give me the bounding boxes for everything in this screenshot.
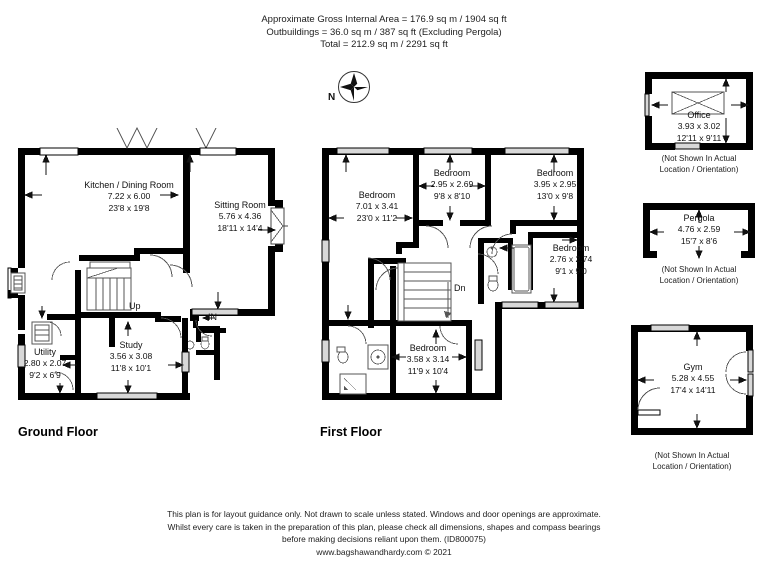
room-metric: 5.28 x 4.55 — [671, 373, 715, 384]
room-metric: 3.56 x 3.08 — [109, 351, 153, 362]
disclaimer-line-1: This plan is for layout guidance only. N… — [167, 509, 601, 519]
room-imperial: 9'2 x 6'9 — [29, 369, 61, 380]
room-name: Sitting Room — [214, 200, 266, 210]
room-name: Utility — [34, 347, 56, 357]
disclaimer: This plan is for layout guidance only. N… — [0, 508, 768, 558]
disclaimer-line-2: Whilst every care is taken in the prepar… — [167, 521, 601, 532]
note-line-1: (Not Shown In Actual — [654, 451, 730, 460]
room-imperial: 11'9 x 10'4 — [407, 365, 449, 376]
room-name: Bedroom — [536, 168, 574, 178]
room-name: Bedroom — [358, 190, 396, 200]
room-label-bedroom-4: Bedroom 2.76 x 2.74 9'1 x 9'0 — [533, 243, 609, 277]
room-imperial: 9'8 x 8'10 — [433, 190, 471, 201]
room-name: Office — [687, 110, 711, 120]
total-area: Total = 212.9 sq m / 2291 sq ft — [320, 39, 448, 50]
room-metric: 3.93 x 3.02 — [677, 121, 721, 132]
room-imperial: 9'1 x 9'0 — [555, 265, 587, 276]
room-label-bedroom-1: Bedroom 7.01 x 3.41 23'0 x 11'2 — [337, 190, 417, 224]
room-name: Pergola — [683, 213, 715, 223]
compass-rose: N — [328, 70, 371, 104]
room-label-bedroom-3: Bedroom 3.95 x 2.95 13'0 x 9'8 — [519, 168, 591, 202]
room-imperial: 15'7 x 8'6 — [680, 235, 718, 246]
entrance-label: IN — [208, 312, 217, 322]
outbuildings-area: Outbuildings = 36.0 sq m / 387 sq ft (Ex… — [266, 26, 502, 38]
stairs-down-label: Dn — [454, 283, 466, 293]
note-line-1: (Not Shown In Actual — [661, 154, 737, 163]
room-name: Bedroom — [409, 343, 447, 353]
room-imperial: 17'4 x 14'11 — [670, 384, 716, 395]
gym-location-note: (Not Shown In Actual Location / Orientat… — [612, 450, 768, 472]
room-name: Study — [119, 340, 143, 350]
room-imperial: 12'11 x 9'11 — [676, 132, 722, 143]
first-floor-caption: First Floor — [320, 425, 382, 439]
office-location-note: (Not Shown In Actual Location / Orientat… — [619, 153, 768, 175]
note-line-2: Location / Orientation) — [659, 165, 739, 174]
room-name: Gym — [683, 362, 703, 372]
stairs-up-label: Up — [129, 301, 141, 311]
room-metric: 2.95 x 2.69 — [430, 179, 474, 190]
disclaimer-line-3: before making decisions reliant upon the… — [282, 534, 486, 544]
room-label-bedroom-2: Bedroom 2.95 x 2.69 9'8 x 8'10 — [416, 168, 488, 202]
room-metric: 7.01 x 3.41 — [355, 201, 399, 212]
room-metric: 3.95 x 2.95 — [533, 179, 577, 190]
room-label-gym: Gym 5.28 x 4.55 17'4 x 14'11 — [653, 362, 733, 396]
room-name: Bedroom — [433, 168, 471, 178]
ground-floor-caption: Ground Floor — [18, 425, 98, 439]
room-name: Kitchen / Dining Room — [84, 180, 174, 190]
room-imperial: 23'0 x 11'2 — [356, 212, 398, 223]
gross-internal-area: Approximate Gross Internal Area = 176.9 … — [261, 14, 507, 25]
area-summary: Approximate Gross Internal Area = 176.9 … — [0, 14, 768, 52]
room-imperial: 11'8 x 10'1 — [110, 362, 152, 373]
compass-rose-icon — [338, 71, 370, 103]
room-metric: 3.58 x 3.14 — [406, 354, 450, 365]
website-credit: www.bagshawandhardy.com © 2021 — [316, 546, 452, 557]
note-line-2: Location / Orientation) — [652, 462, 732, 471]
room-metric: 4.76 x 2.59 — [677, 224, 721, 235]
room-metric: 7.22 x 6.00 — [107, 191, 151, 202]
pergola-location-note: (Not Shown In Actual Location / Orientat… — [619, 264, 768, 286]
room-imperial: 13'0 x 9'8 — [536, 190, 574, 201]
room-metric: 2.80 x 2.07 — [23, 358, 67, 369]
room-metric: 5.76 x 4.36 — [218, 211, 262, 222]
room-metric: 2.76 x 2.74 — [549, 254, 593, 265]
room-imperial: 23'8 x 19'8 — [108, 202, 150, 213]
compass-north-label: N — [328, 92, 336, 103]
room-label-office: Office 3.93 x 3.02 12'11 x 9'11 — [659, 110, 739, 144]
room-imperial: 18'11 x 14'4 — [217, 222, 263, 233]
room-label-utility: Utility 2.80 x 2.07 9'2 x 6'9 — [8, 347, 82, 381]
room-label-pergola: Pergola 4.76 x 2.59 15'7 x 8'6 — [659, 213, 739, 247]
ground-staircase — [86, 267, 132, 311]
room-label-bedroom-5: Bedroom 3.58 x 3.14 11'9 x 10'4 — [389, 343, 467, 377]
room-label-sitting-room: Sitting Room 5.76 x 4.36 18'11 x 14'4 — [185, 200, 295, 234]
room-label-kitchen-dining: Kitchen / Dining Room 7.22 x 6.00 23'8 x… — [54, 180, 204, 214]
first-staircase — [397, 262, 452, 322]
room-name: Bedroom — [552, 243, 590, 253]
note-line-1: (Not Shown In Actual — [661, 265, 737, 274]
room-label-study: Study 3.56 x 3.08 11'8 x 10'1 — [78, 340, 184, 374]
note-line-2: Location / Orientation) — [659, 276, 739, 285]
